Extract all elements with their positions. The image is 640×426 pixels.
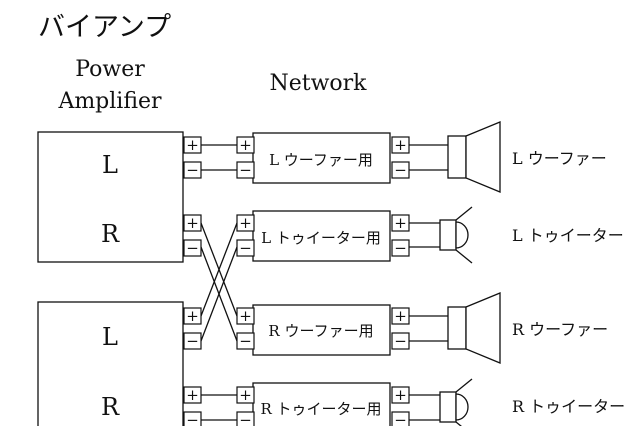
- terminal-plus-symbol: +: [186, 307, 199, 325]
- terminal-minus-symbol: −: [186, 332, 199, 350]
- terminal-minus: [391, 161, 410, 179]
- speaker-label-tweeter-L: L トゥイーター: [512, 226, 624, 245]
- amp2-channel-L-label: L: [102, 323, 118, 351]
- network-label-4: R トゥイーター用: [260, 400, 381, 418]
- terminal-minus: [236, 411, 255, 426]
- terminal-minus-symbol: −: [186, 161, 199, 179]
- wire-cross-4: [200, 246, 238, 342]
- terminal-minus-symbol: −: [186, 411, 199, 426]
- terminal-minus: [391, 332, 410, 350]
- terminal-minus-symbol: −: [239, 239, 252, 257]
- network-box-2: [252, 210, 391, 262]
- network-box-1: [252, 132, 391, 184]
- network-label-2: L トゥイーター用: [261, 229, 381, 247]
- power-amplifier-1: [37, 131, 184, 263]
- network-label-3: R ウーファー用: [268, 322, 373, 340]
- terminal-minus-symbol: −: [239, 411, 252, 426]
- terminal-minus-symbol: −: [239, 161, 252, 179]
- amp1-channel-R-label: R: [101, 220, 120, 248]
- network-heading: Network: [269, 71, 367, 96]
- terminal-minus: [236, 332, 255, 350]
- speaker-label-tweeter-R: R トゥイーター: [512, 397, 625, 416]
- amplifier-heading-line2: Amplifier: [57, 89, 162, 114]
- terminal-plus: [183, 214, 202, 232]
- network-box-3: [252, 304, 391, 356]
- terminal-minus-symbol: −: [394, 411, 407, 426]
- terminal-plus: [391, 307, 410, 325]
- terminal-plus: [236, 307, 255, 325]
- terminal-group: + − + − + − + − + − + − + − + − + − + − + − + −: [183, 136, 410, 426]
- terminal-plus: [183, 136, 202, 154]
- terminal-plus: [183, 386, 202, 404]
- terminal-plus-symbol: +: [186, 136, 199, 154]
- amp1-channel-L-label: L: [102, 151, 118, 179]
- network-label-1: L ウーファー用: [269, 151, 373, 169]
- terminal-minus-symbol: −: [186, 239, 199, 257]
- woofer-speaker-icon: [447, 121, 501, 193]
- terminal-plus-symbol: +: [186, 386, 199, 404]
- terminal-plus-symbol: +: [239, 214, 252, 232]
- terminal-plus: [391, 214, 410, 232]
- terminal-plus: [183, 307, 202, 325]
- terminal-minus-symbol: −: [394, 161, 407, 179]
- terminal-plus-symbol: +: [394, 214, 407, 232]
- terminal-plus-symbol: +: [239, 307, 252, 325]
- terminal-minus: [183, 332, 202, 350]
- terminal-plus: [236, 136, 255, 154]
- speaker-label-woofer-R: R ウーファー: [512, 320, 608, 339]
- tweeter-speaker-icon: [439, 206, 473, 264]
- terminal-plus-symbol: +: [394, 307, 407, 325]
- terminal-minus: [183, 161, 202, 179]
- terminal-plus: [236, 214, 255, 232]
- terminal-minus: [183, 239, 202, 257]
- terminal-plus: [391, 386, 410, 404]
- terminal-minus-symbol: −: [394, 239, 407, 257]
- diagram-title: バイアンプ: [38, 12, 171, 43]
- terminal-plus-symbol: +: [239, 386, 252, 404]
- tweeter-speaker-icon: [439, 378, 473, 426]
- terminal-minus: [236, 161, 255, 179]
- terminal-plus-symbol: +: [394, 386, 407, 404]
- network-box-4: [252, 382, 391, 426]
- amp2-channel-R-label: R: [101, 393, 120, 421]
- terminal-minus-symbol: −: [239, 332, 252, 350]
- amplifier-heading-line1: Power: [75, 57, 145, 82]
- terminal-plus-symbol: +: [186, 214, 199, 232]
- terminal-plus-symbol: +: [239, 136, 252, 154]
- terminal-minus: [391, 411, 410, 426]
- wire-cross-3: [200, 222, 238, 317]
- terminal-minus: [183, 411, 202, 426]
- terminal-minus: [391, 239, 410, 257]
- terminal-minus: [236, 239, 255, 257]
- terminal-plus: [391, 136, 410, 154]
- speaker-label-woofer-L: L ウーファー: [512, 149, 607, 168]
- terminal-minus-symbol: −: [394, 332, 407, 350]
- power-amplifier-2: [37, 301, 184, 426]
- terminal-plus-symbol: +: [394, 136, 407, 154]
- terminal-plus: [236, 386, 255, 404]
- woofer-speaker-icon: [447, 292, 501, 364]
